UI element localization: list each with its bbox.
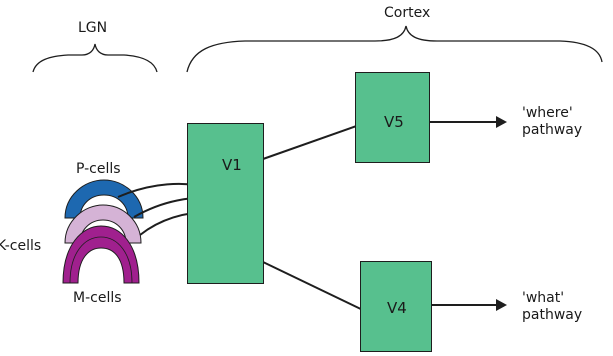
cortex-label: Cortex — [384, 5, 431, 21]
where-arrow-head — [496, 116, 507, 128]
m-cells-shape — [62, 225, 140, 284]
v4-label: V4 — [387, 299, 407, 317]
where-pathway-line1: 'where' — [522, 105, 573, 121]
v1-box: V1 — [187, 123, 264, 284]
cortex-brace — [186, 25, 603, 73]
p-cells-label: P-cells — [76, 161, 121, 177]
what-pathway-label: 'what' pathway — [522, 290, 582, 324]
lgn-brace — [32, 43, 158, 73]
v1-to-v4-line — [262, 261, 368, 313]
where-pathway-line2: pathway — [522, 122, 583, 138]
k-cells-shape — [64, 204, 142, 244]
v5-label: V5 — [384, 113, 404, 131]
v1-to-v5-line — [262, 122, 366, 160]
v5-box: V5 — [355, 72, 430, 163]
v1-label: V1 — [222, 156, 242, 174]
lgn-label: LGN — [78, 20, 108, 36]
where-pathway-label: 'where' pathway — [522, 105, 582, 139]
p-cells-shape — [64, 179, 144, 219]
what-pathway-line1: 'what' — [522, 290, 565, 306]
v4-box: V4 — [360, 261, 432, 352]
m-cells-label: M-cells — [73, 290, 122, 306]
m-cells-inner-arch — [69, 236, 133, 284]
what-pathway-line2: pathway — [522, 307, 583, 323]
k-cells-label: K-cells — [0, 238, 42, 254]
what-arrow-head — [496, 299, 507, 311]
